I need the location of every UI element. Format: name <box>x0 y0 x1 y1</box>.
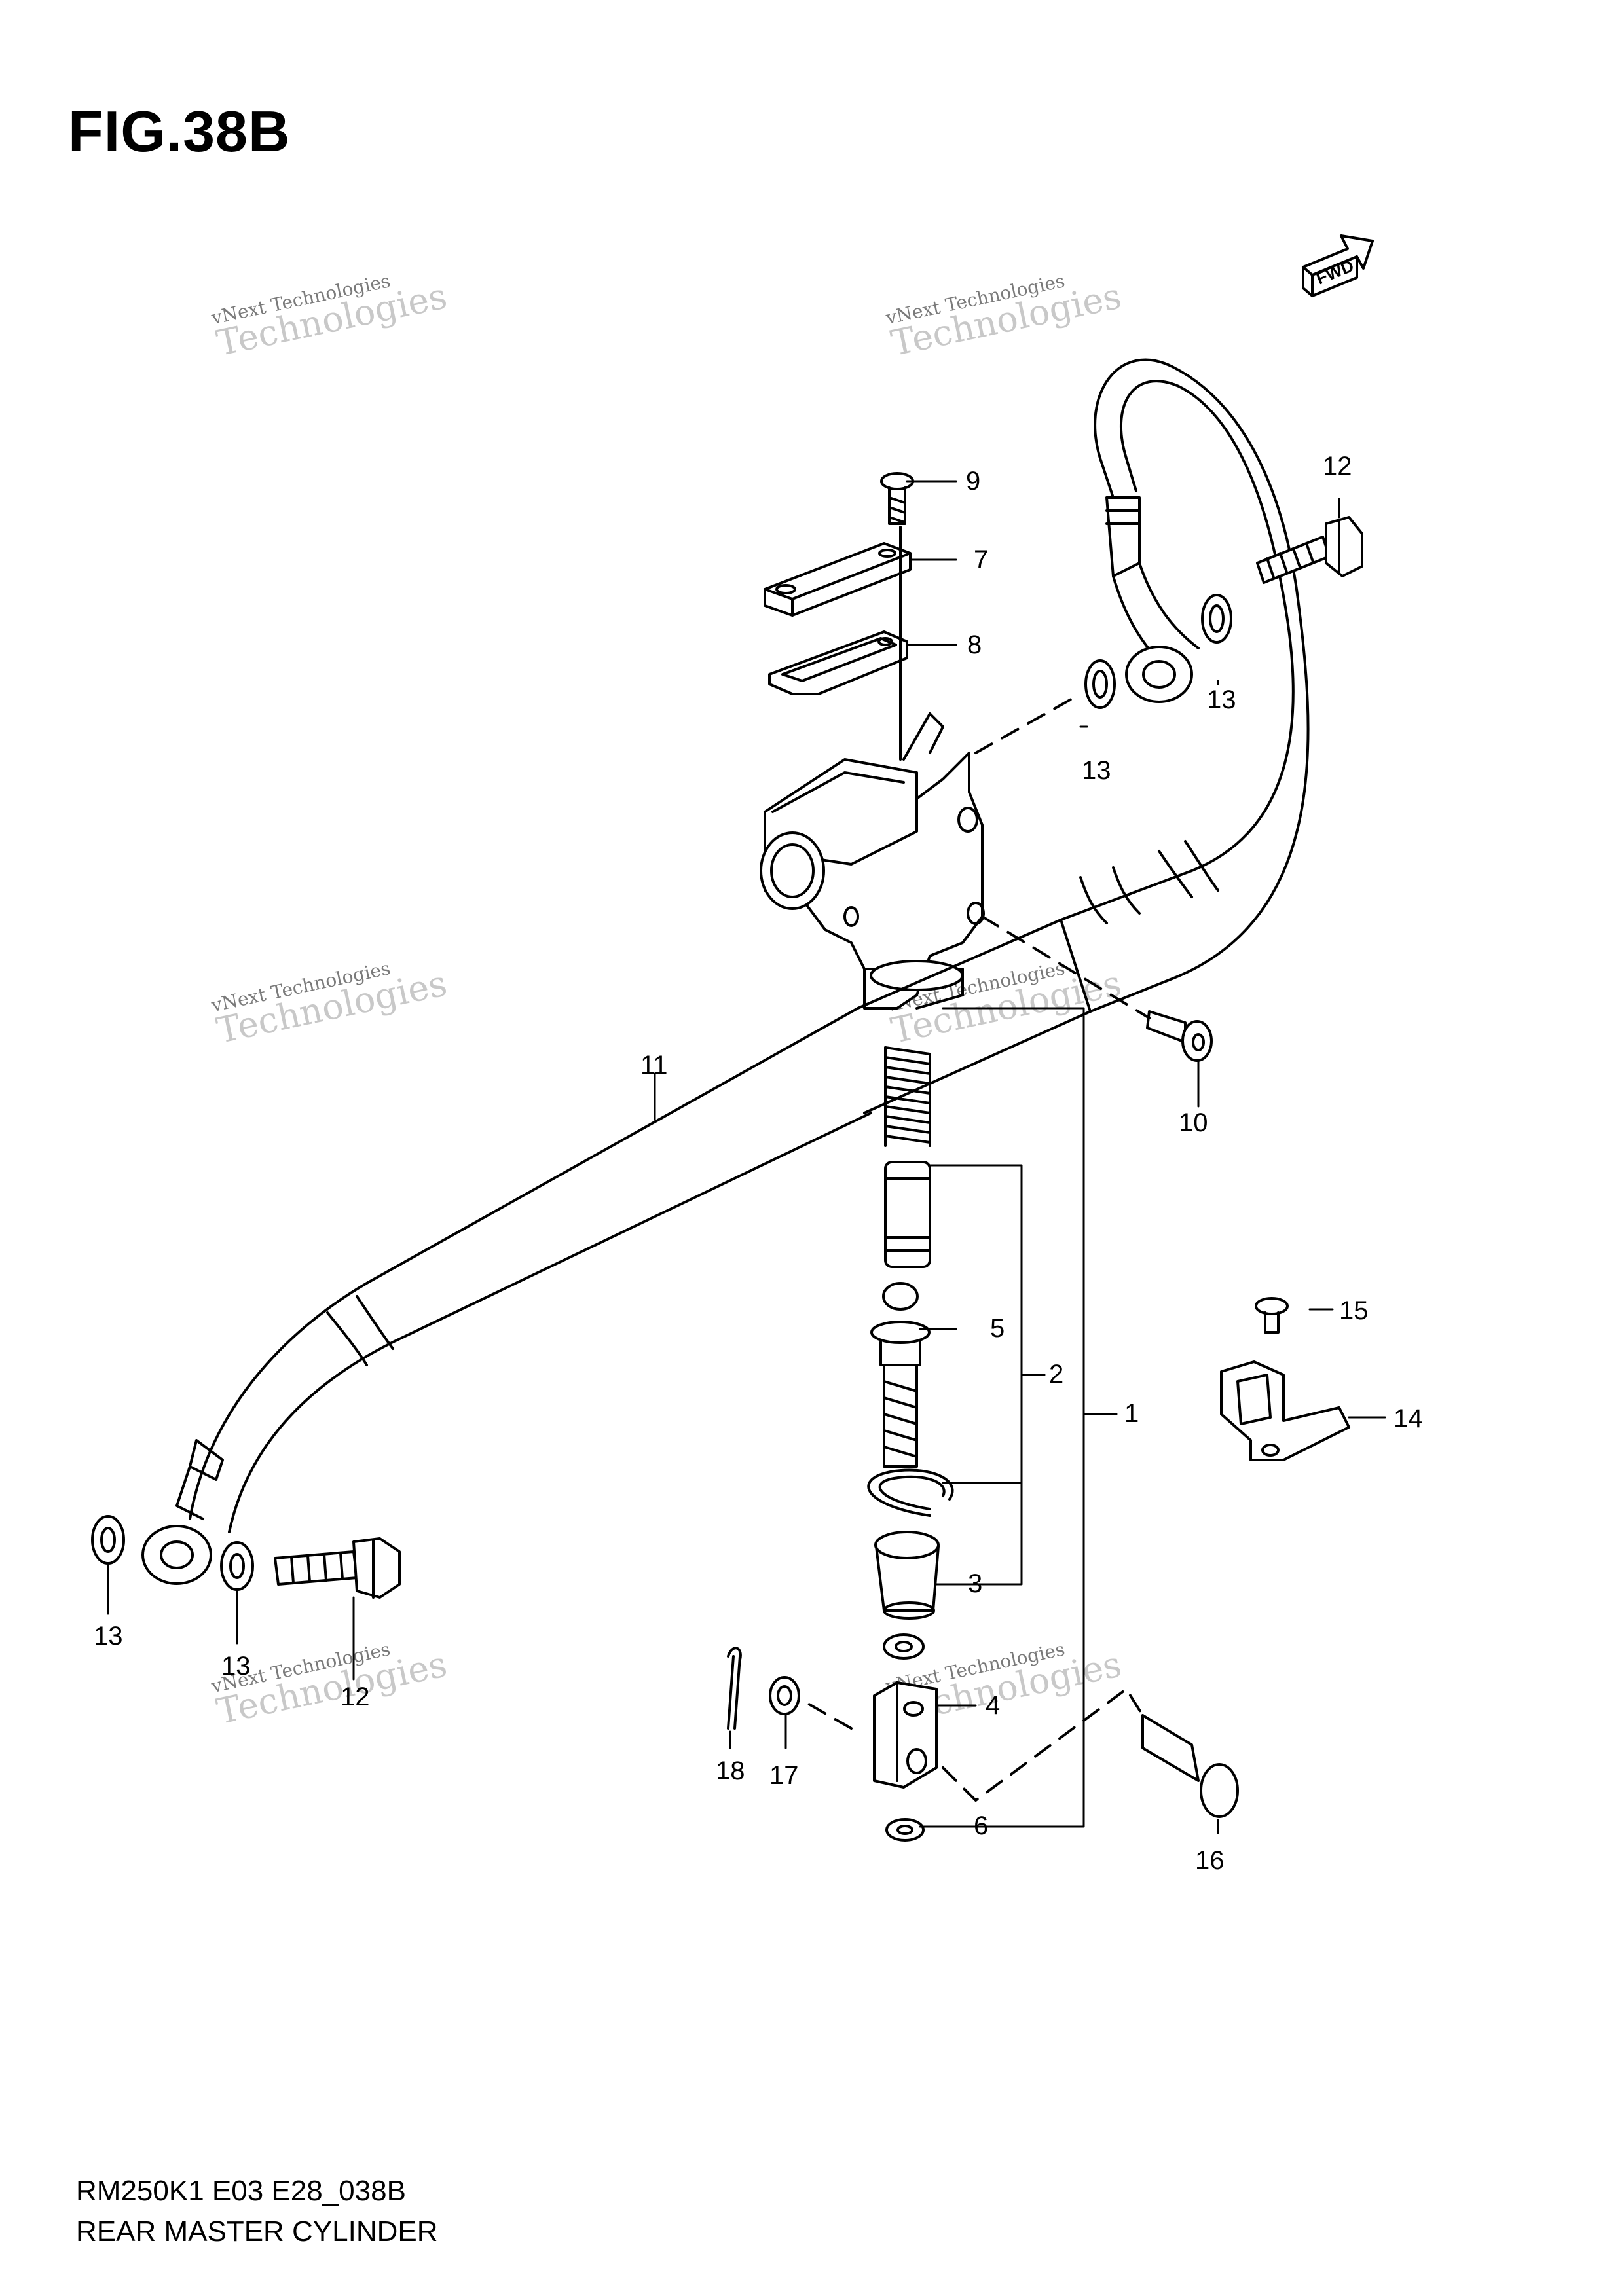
clevis-pin <box>1141 1714 1239 1818</box>
push-rod <box>870 1282 931 1468</box>
callout-17: 17 <box>769 1761 799 1790</box>
sealing-washer <box>1084 659 1116 709</box>
clamp-screw <box>1255 1297 1289 1334</box>
sealing-washer-hole <box>229 1553 245 1579</box>
sealing-washer <box>220 1541 254 1591</box>
callout-9: 9 <box>966 467 980 496</box>
cotter-pin <box>727 1647 742 1730</box>
callout-18: 18 <box>716 1757 745 1785</box>
callout-6: 6 <box>974 1812 988 1840</box>
leader-lines <box>107 480 1386 1834</box>
callout-14: 14 <box>1393 1404 1423 1433</box>
sealing-washer-hole <box>1092 670 1108 699</box>
reservoir-cap <box>764 542 912 617</box>
union-bolt-upper <box>1256 516 1363 584</box>
callout-7: 7 <box>974 545 988 574</box>
hose-clamp <box>1220 1360 1350 1461</box>
clevis <box>873 1681 938 1789</box>
reservoir-diaphragm <box>768 630 908 695</box>
washer <box>769 1676 800 1715</box>
piston <box>884 1161 931 1268</box>
callout-12-upper: 12 <box>1323 452 1352 481</box>
mounting-bolt <box>1146 1010 1213 1062</box>
diagram-name: REAR MASTER CYLINDER <box>76 2215 438 2248</box>
figure-title: FIG.38B <box>68 99 291 164</box>
union-bolt-lower <box>274 1537 401 1599</box>
cap-screw <box>880 472 914 525</box>
callout-2: 2 <box>1049 1360 1063 1389</box>
callout-3: 3 <box>968 1569 982 1598</box>
lock-nut-lower <box>885 1818 925 1842</box>
sealing-washer <box>91 1515 125 1565</box>
callout-13-b: 13 <box>1207 685 1236 714</box>
callout-10: 10 <box>1179 1108 1208 1137</box>
callout-11: 11 <box>640 1051 668 1080</box>
callout-4: 4 <box>986 1691 1000 1720</box>
diagram-code: RM250K1 E03 E28_038B <box>76 2175 406 2207</box>
callout-16: 16 <box>1195 1846 1225 1875</box>
sealing-washer <box>1201 594 1232 644</box>
callout-13-d: 13 <box>221 1652 251 1681</box>
sealing-washer-hole <box>1209 604 1225 633</box>
banjo-fitting-upper <box>1125 646 1193 703</box>
callout-labels: 1 2 3 4 5 6 7 8 9 10 11 12 12 13 13 13 1… <box>94 452 1423 1875</box>
callout-1: 1 <box>1124 1399 1139 1428</box>
boot <box>874 1531 940 1620</box>
banjo-fitting-lower <box>141 1525 212 1585</box>
callout-13-a: 13 <box>1082 756 1111 785</box>
fwd-arrow-icon: FWD <box>1302 234 1374 297</box>
callout-13-c: 13 <box>94 1622 123 1650</box>
circlip <box>867 1468 954 1517</box>
spring <box>884 1046 931 1147</box>
sealing-washer-hole <box>100 1527 116 1553</box>
callout-15: 15 <box>1339 1296 1369 1325</box>
callout-5: 5 <box>990 1314 1005 1343</box>
master-cylinder-body <box>760 712 985 1010</box>
callout-8: 8 <box>967 630 982 659</box>
lock-nut-upper <box>883 1633 925 1660</box>
callout-12-lower: 12 <box>341 1683 370 1711</box>
brake-hose <box>175 358 1310 1533</box>
assembly-lines <box>804 693 1151 1802</box>
